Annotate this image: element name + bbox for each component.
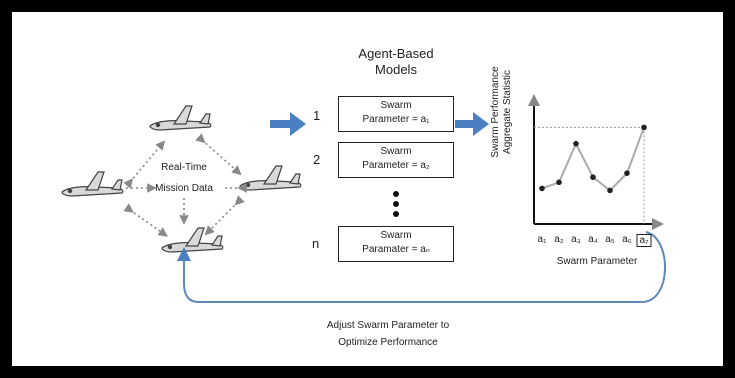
ellipsis-dot xyxy=(393,201,399,207)
chart-x-label: Swarm Parameter xyxy=(556,256,638,267)
data-point-5 xyxy=(607,187,613,194)
models-title-line1: Agent-Based xyxy=(358,46,434,61)
data-point-6 xyxy=(624,170,630,176)
model-index: 2 xyxy=(313,152,321,167)
models-title: Agent-Based Models xyxy=(332,46,460,79)
model-index: n xyxy=(312,236,320,251)
mission-label-line1: Real-Time xyxy=(161,162,207,173)
x-tick-label: a₂ xyxy=(554,234,564,245)
chart-marks xyxy=(534,124,647,224)
x-tick-label: a₆ xyxy=(622,234,632,245)
x-tick-label: a₁ xyxy=(537,234,547,245)
ellipsis-dot xyxy=(393,191,399,197)
model-box-line1: Swarm xyxy=(380,146,412,157)
flow-arrow-to-models xyxy=(270,112,306,136)
feedback-label: Adjust Swarm Parameter to Optimize Perfo… xyxy=(288,320,488,349)
feedback-label-line1: Adjust Swarm Parameter to xyxy=(326,320,450,331)
model-box-line1: Swarm xyxy=(380,100,412,111)
data-point-7 xyxy=(641,124,647,131)
model-box-line1: Swarm xyxy=(380,230,412,241)
model-box-line2: Parameter = a₁ xyxy=(362,114,430,125)
diagram-frame: Real-Time Mission Data Agent-Based Model… xyxy=(12,12,723,366)
model-box-line2: Paramater = aₙ xyxy=(362,244,430,255)
uav-top-icon xyxy=(149,105,212,131)
x-tick-label-highlighted: a₇ xyxy=(636,234,652,247)
mission-label-line2: Mission Data xyxy=(155,182,213,194)
uav-bottom-icon xyxy=(161,227,224,253)
data-point-1 xyxy=(539,185,545,192)
model-box-line2: Parameter = a₂ xyxy=(362,160,430,171)
model-index: 1 xyxy=(313,108,321,123)
uav-right-icon xyxy=(239,165,302,191)
models-title-line2: Models xyxy=(375,62,417,78)
x-tick-label: a₃ xyxy=(571,234,581,245)
x-tick-label: a₅ xyxy=(605,234,615,245)
model-box-n: Swarm Paramater = aₙ xyxy=(338,226,454,262)
flow-arrow-to-chart xyxy=(455,112,489,136)
chart-y-label-line1: Swarm Performance xyxy=(490,66,501,158)
chart-y-label-line2: Aggregate Statistic xyxy=(502,70,513,154)
model-box-1: Swarm Parameter = a₁ xyxy=(338,96,454,132)
data-point-2 xyxy=(556,179,562,186)
diagram-canvas xyxy=(61,94,666,303)
x-tick-label: a₄ xyxy=(588,234,598,245)
feedback-loop-arrow xyxy=(177,231,666,303)
data-point-3 xyxy=(573,140,579,147)
mission-data-links xyxy=(123,133,247,237)
mission-data-label: Real-Time Mission Data xyxy=(152,162,216,195)
model-box-2: Swarm Parameter = a₂ xyxy=(338,142,454,178)
ellipsis-dot xyxy=(393,211,399,217)
chart-y-label: Swarm Performance Aggregate Statistic xyxy=(490,52,514,172)
uav-left-icon xyxy=(61,171,124,197)
feedback-label-line2: Optimize Performance xyxy=(338,336,438,348)
data-point-4 xyxy=(590,174,596,181)
